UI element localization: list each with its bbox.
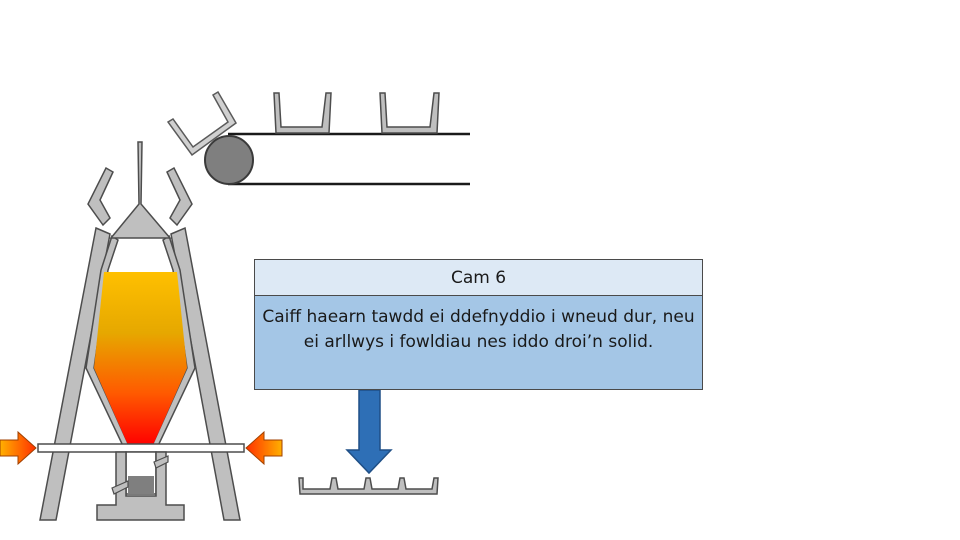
furnace-outlet-pipe [111,480,129,495]
conveyor-bucket [273,92,332,134]
conveyor-belt [166,90,470,186]
tipping-bucket [166,90,237,157]
pour-down-arrow [345,389,393,475]
furnace-base [96,451,185,521]
blast-furnace [37,141,245,521]
furnace-hopper [109,141,172,239]
hot-air-arrow-right [245,430,283,466]
ingot-mold-row [298,477,439,495]
conveyor-bucket [379,92,440,134]
hot-air-arrow-left [0,430,37,466]
furnace-top-vent [166,166,193,227]
furnace-outlet-pipe [153,455,169,469]
ingot-molds [298,477,439,495]
slag-outlet [128,476,154,494]
conveyor-roller [204,135,254,185]
furnace-top-vent [87,166,114,227]
hot-air-pipe [37,443,245,453]
molten-iron [94,272,187,445]
step-box-text: Caiff haearn tawdd ei ddefnyddio i wneud… [254,295,703,390]
step-box-title: Cam 6 [254,259,703,296]
